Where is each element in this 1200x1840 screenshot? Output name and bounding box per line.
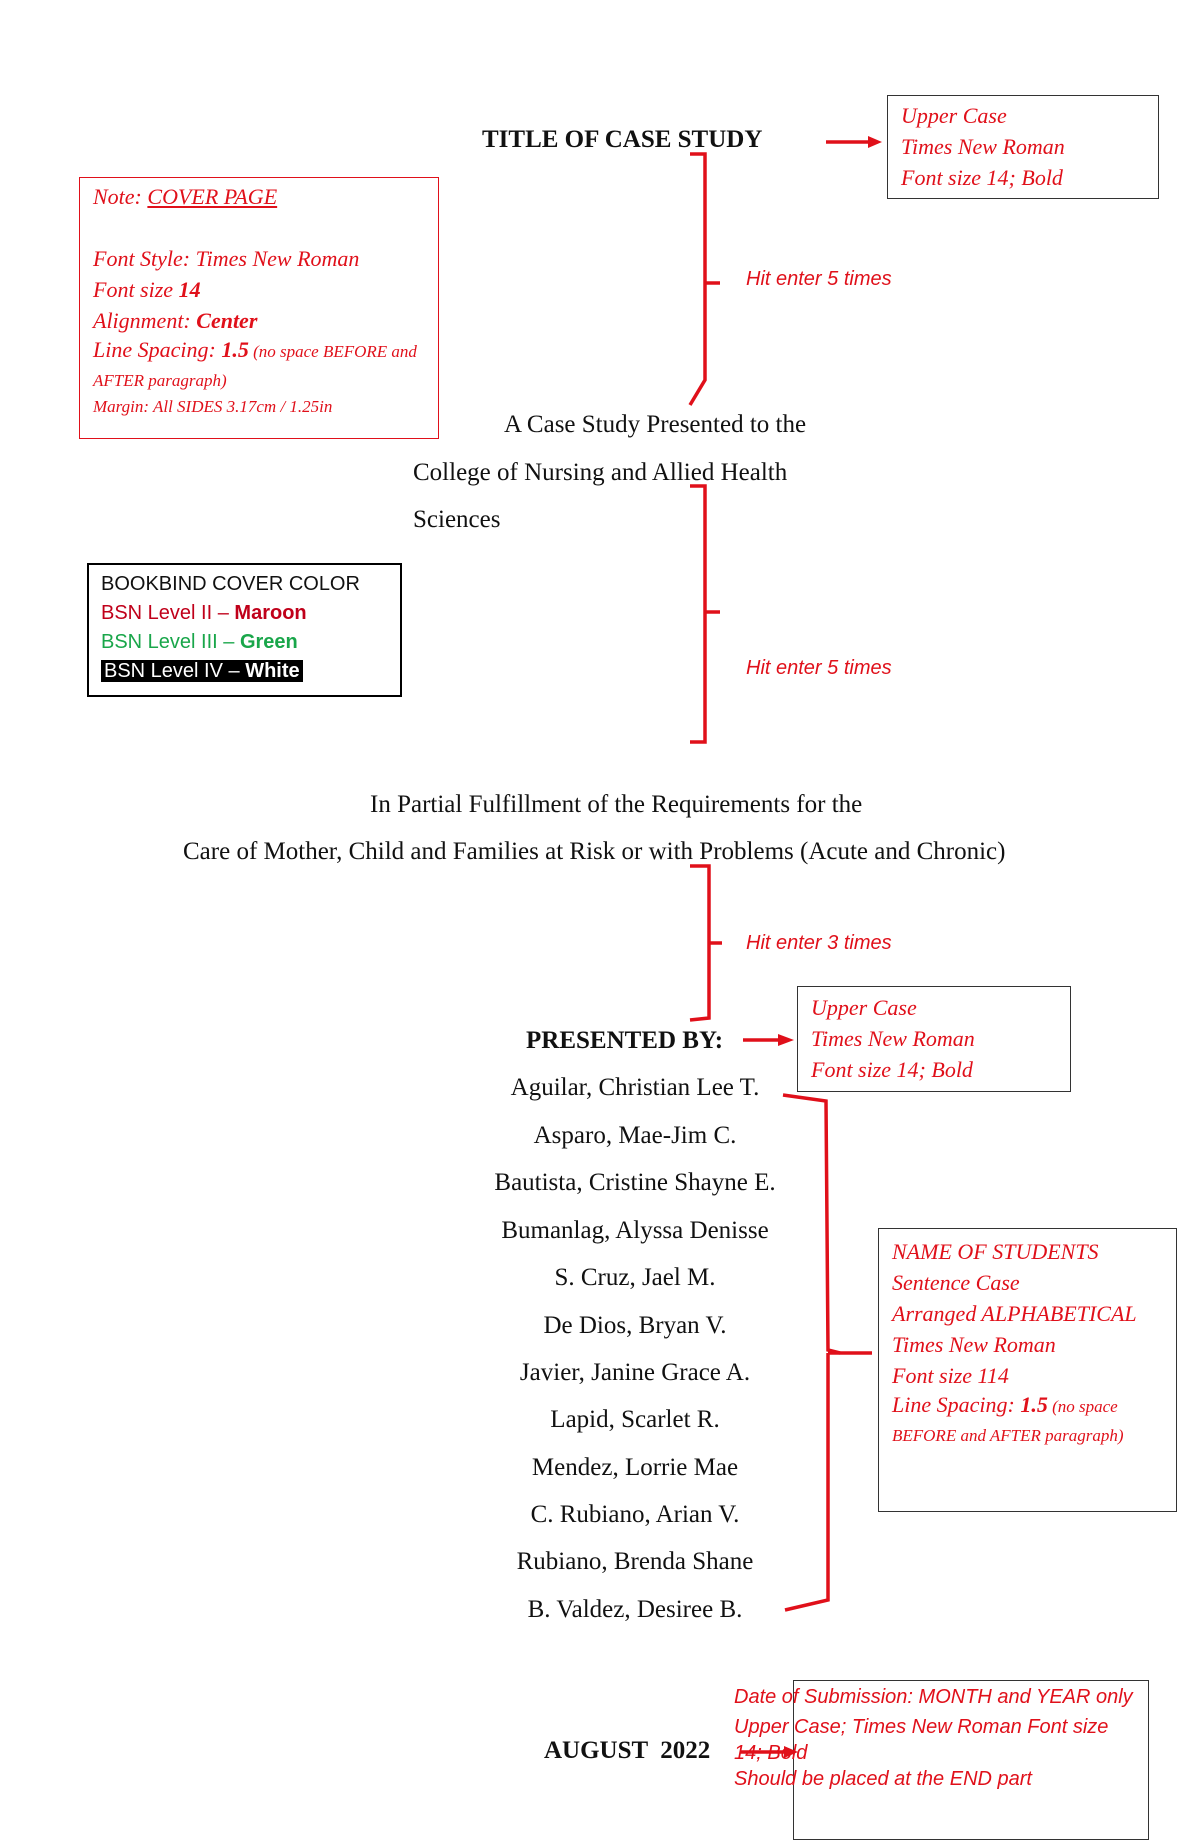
arrowhead-icon xyxy=(778,1034,794,1046)
submission-date: AUGUST 2022 xyxy=(544,1737,711,1764)
date-format-note: Date of Submission: MONTH and YEAR only … xyxy=(734,1682,1154,1794)
bookbind-color-legend: BOOKBIND COVER COLOR BSN Level II – Maro… xyxy=(87,563,402,697)
alignment-line: Alignment: Center xyxy=(93,308,258,333)
title-note-line: Times New Roman xyxy=(901,134,1065,159)
student-note-line: Font size 114 xyxy=(892,1363,1009,1388)
student-note-line: NAME OF STUDENTS xyxy=(892,1239,1099,1264)
student-names-format-note: NAME OF STUDENTS Sentence Case Arranged … xyxy=(878,1228,1177,1512)
cover-page-note: Note: COVER PAGE Font Style: Times New R… xyxy=(79,177,439,439)
font-style-line: Font Style: Times New Roman xyxy=(93,246,360,271)
presented-by-format-note: Upper Case Times New Roman Font size 14;… xyxy=(797,986,1071,1092)
student-name: Aguilar, Christian Lee T. xyxy=(510,1074,760,1101)
student-name: B. Valdez, Desiree B. xyxy=(527,1596,743,1623)
student-note-line: Arranged ALPHABETICAL xyxy=(892,1301,1137,1326)
title-note-line: Font size 14; Bold xyxy=(901,165,1063,190)
student-name: Bautista, Cristine Shayne E. xyxy=(494,1169,776,1196)
student-name: Bumanlag, Alyssa Denisse xyxy=(501,1217,769,1244)
student-note-spacing: Line Spacing: 1.5 (no space BEFORE and A… xyxy=(892,1392,1124,1445)
bookbind-row-white: BSN Level IV – White xyxy=(101,657,400,686)
hint-enter-5-first: Hit enter 5 times xyxy=(746,268,892,290)
brace-enter-3 xyxy=(689,864,722,1022)
student-name: Mendez, Lorrie Mae xyxy=(531,1454,739,1481)
margin-line: Margin: All SIDES 3.17cm / 1.25in xyxy=(93,397,333,416)
arrowhead-icon xyxy=(784,1746,798,1758)
date-note-line: Date of Submission: MONTH and YEAR only xyxy=(734,1686,1133,1708)
date-note-line: Upper Case; Times New Roman Font size xyxy=(734,1716,1109,1738)
student-name: S. Cruz, Jael M. xyxy=(554,1264,716,1291)
title-format-note: Upper Case Times New Roman Font size 14;… xyxy=(887,95,1159,199)
hint-enter-5-second: Hit enter 5 times xyxy=(746,657,892,679)
fulfillment-line: In Partial Fulfillment of the Requiremen… xyxy=(370,791,863,818)
hint-enter-3: Hit enter 3 times xyxy=(746,932,892,954)
arrowhead-icon xyxy=(868,136,882,148)
note-heading: Note: COVER PAGE xyxy=(93,184,278,209)
title-note-line: Upper Case xyxy=(901,103,1007,128)
student-name: Lapid, Scarlet R. xyxy=(550,1406,720,1433)
presented-by-note-line: Times New Roman xyxy=(811,1026,975,1051)
bookbind-row-maroon: BSN Level II – Maroon xyxy=(101,602,307,624)
presented-to-line: College of Nursing and Allied Health xyxy=(413,459,788,486)
brace-enter-5-second xyxy=(690,484,720,744)
line-spacing-line: Line Spacing: 1.5 (no space BEFORE and A… xyxy=(93,337,417,390)
student-name: De Dios, Bryan V. xyxy=(543,1312,727,1339)
date-note-line: Should be placed at the END part xyxy=(734,1768,1032,1790)
student-name: Javier, Janine Grace A. xyxy=(519,1359,751,1386)
presented-by-note-line: Font size 14; Bold xyxy=(811,1057,973,1082)
presented-to-line: Sciences xyxy=(413,506,501,533)
bookbind-row-green: BSN Level III – Green xyxy=(101,631,298,653)
student-note-line: Times New Roman xyxy=(892,1332,1056,1357)
student-name: Rubiano, Brenda Shane xyxy=(516,1548,754,1575)
presented-by-heading: PRESENTED BY: xyxy=(526,1027,724,1054)
presented-by-note-line: Upper Case xyxy=(811,995,917,1020)
student-name: C. Rubiano, Arian V. xyxy=(530,1501,740,1528)
bookbind-header: BOOKBIND COVER COLOR xyxy=(101,573,360,595)
font-size-line: Font size 14 xyxy=(93,277,201,302)
student-name: Asparo, Mae-Jim C. xyxy=(533,1122,737,1149)
student-note-line: Sentence Case xyxy=(892,1270,1020,1295)
brace-enter-5-first xyxy=(688,152,720,406)
fulfillment-line: Care of Mother, Child and Families at Ri… xyxy=(183,838,1006,865)
presented-to-line: A Case Study Presented to the xyxy=(504,411,807,438)
case-study-title: TITLE OF CASE STUDY xyxy=(482,126,763,153)
